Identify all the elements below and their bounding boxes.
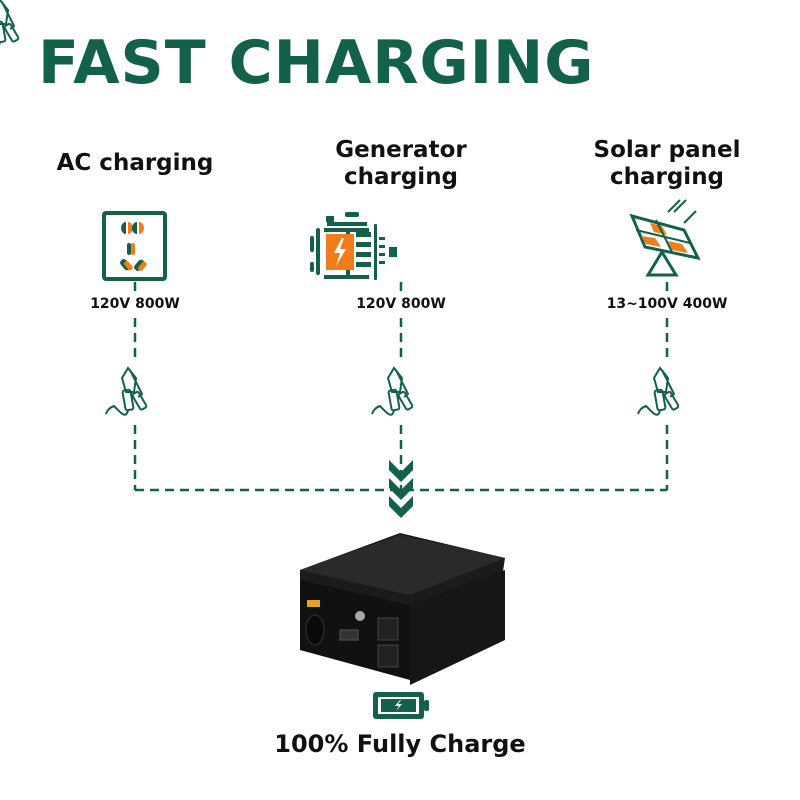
full-battery-icon	[373, 692, 429, 719]
solar-clamp-icon	[637, 367, 680, 416]
page-title: FAST CHARGING	[38, 28, 595, 98]
generator-clamp-icon	[371, 367, 414, 416]
alligator-clip-icon	[0, 0, 20, 46]
ac-charging-label: AC charging	[56, 150, 214, 176]
power-outlet-icon	[102, 211, 167, 281]
full-charge-caption: 100% Fully Charge	[274, 730, 526, 758]
portable-power-station	[300, 533, 505, 685]
generator-icon	[310, 212, 397, 280]
ac-spec: 120V 800W	[90, 296, 180, 312]
connection-lines	[133, 282, 669, 492]
generator-spec: 120V 800W	[356, 296, 446, 312]
ac-clamp-icon	[105, 367, 148, 416]
solar-spec: 13~100V 400W	[606, 296, 728, 312]
triple-chevron-down-icon	[389, 460, 413, 518]
solar-panel-icon	[629, 199, 701, 277]
